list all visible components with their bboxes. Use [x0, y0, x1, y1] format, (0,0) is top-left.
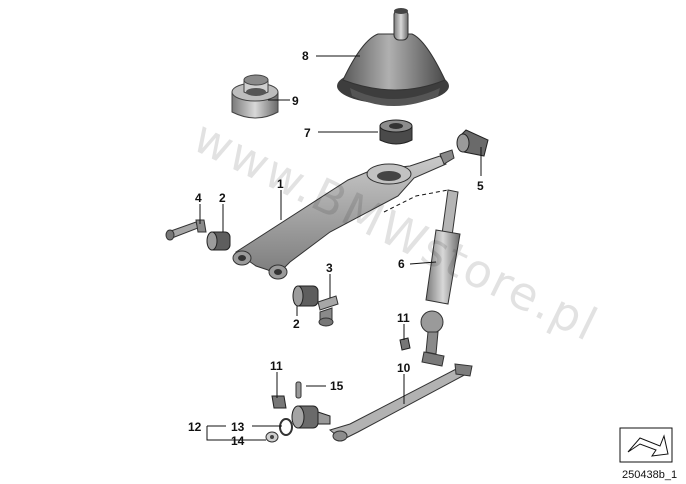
label-part-4: 4 [195, 191, 202, 205]
shift-rod-part [420, 189, 461, 367]
diagram-reference: 250438b_1 [622, 469, 677, 481]
clip-part-11-lower [271, 395, 287, 409]
label-part-7: 7 [304, 126, 311, 140]
label-part-11-upper: 11 [397, 311, 410, 325]
ring-part-13 [279, 418, 293, 436]
label-part-5: 5 [477, 179, 484, 193]
selector-shaft-part [328, 363, 473, 442]
label-part-9: 9 [292, 94, 299, 108]
bolt-part-3 [317, 295, 339, 327]
label-part-13: 13 [231, 420, 245, 434]
bush-part-7 [379, 119, 413, 145]
joint-kit-part-12 [291, 405, 331, 429]
label-part-12: 12 [188, 420, 202, 434]
pin-part-15 [295, 381, 302, 399]
shift-boot-part [337, 8, 449, 106]
washer-part-14 [265, 431, 279, 443]
bearing-sleeve-part [231, 74, 279, 119]
label-part-2-upper: 2 [219, 191, 226, 205]
label-part-11-lower: 11 [270, 359, 283, 373]
bush-part-2-upper [206, 231, 231, 251]
shift-arm-part [232, 149, 455, 280]
orientation-arrow-icon [619, 427, 673, 463]
bolt-part-4 [165, 219, 207, 241]
label-part-15: 15 [330, 379, 344, 393]
rubber-mount-part-5 [456, 129, 489, 157]
label-part-1: 1 [277, 177, 284, 191]
label-part-10: 10 [397, 361, 411, 375]
label-part-14: 14 [231, 434, 245, 448]
bush-part-2-lower [292, 285, 319, 307]
label-part-2-lower: 2 [293, 317, 300, 331]
label-part-3: 3 [326, 261, 333, 275]
label-part-8: 8 [302, 49, 309, 63]
label-part-6: 6 [398, 257, 405, 271]
clip-part-11-upper [399, 337, 411, 351]
leader-lines [199, 55, 482, 441]
